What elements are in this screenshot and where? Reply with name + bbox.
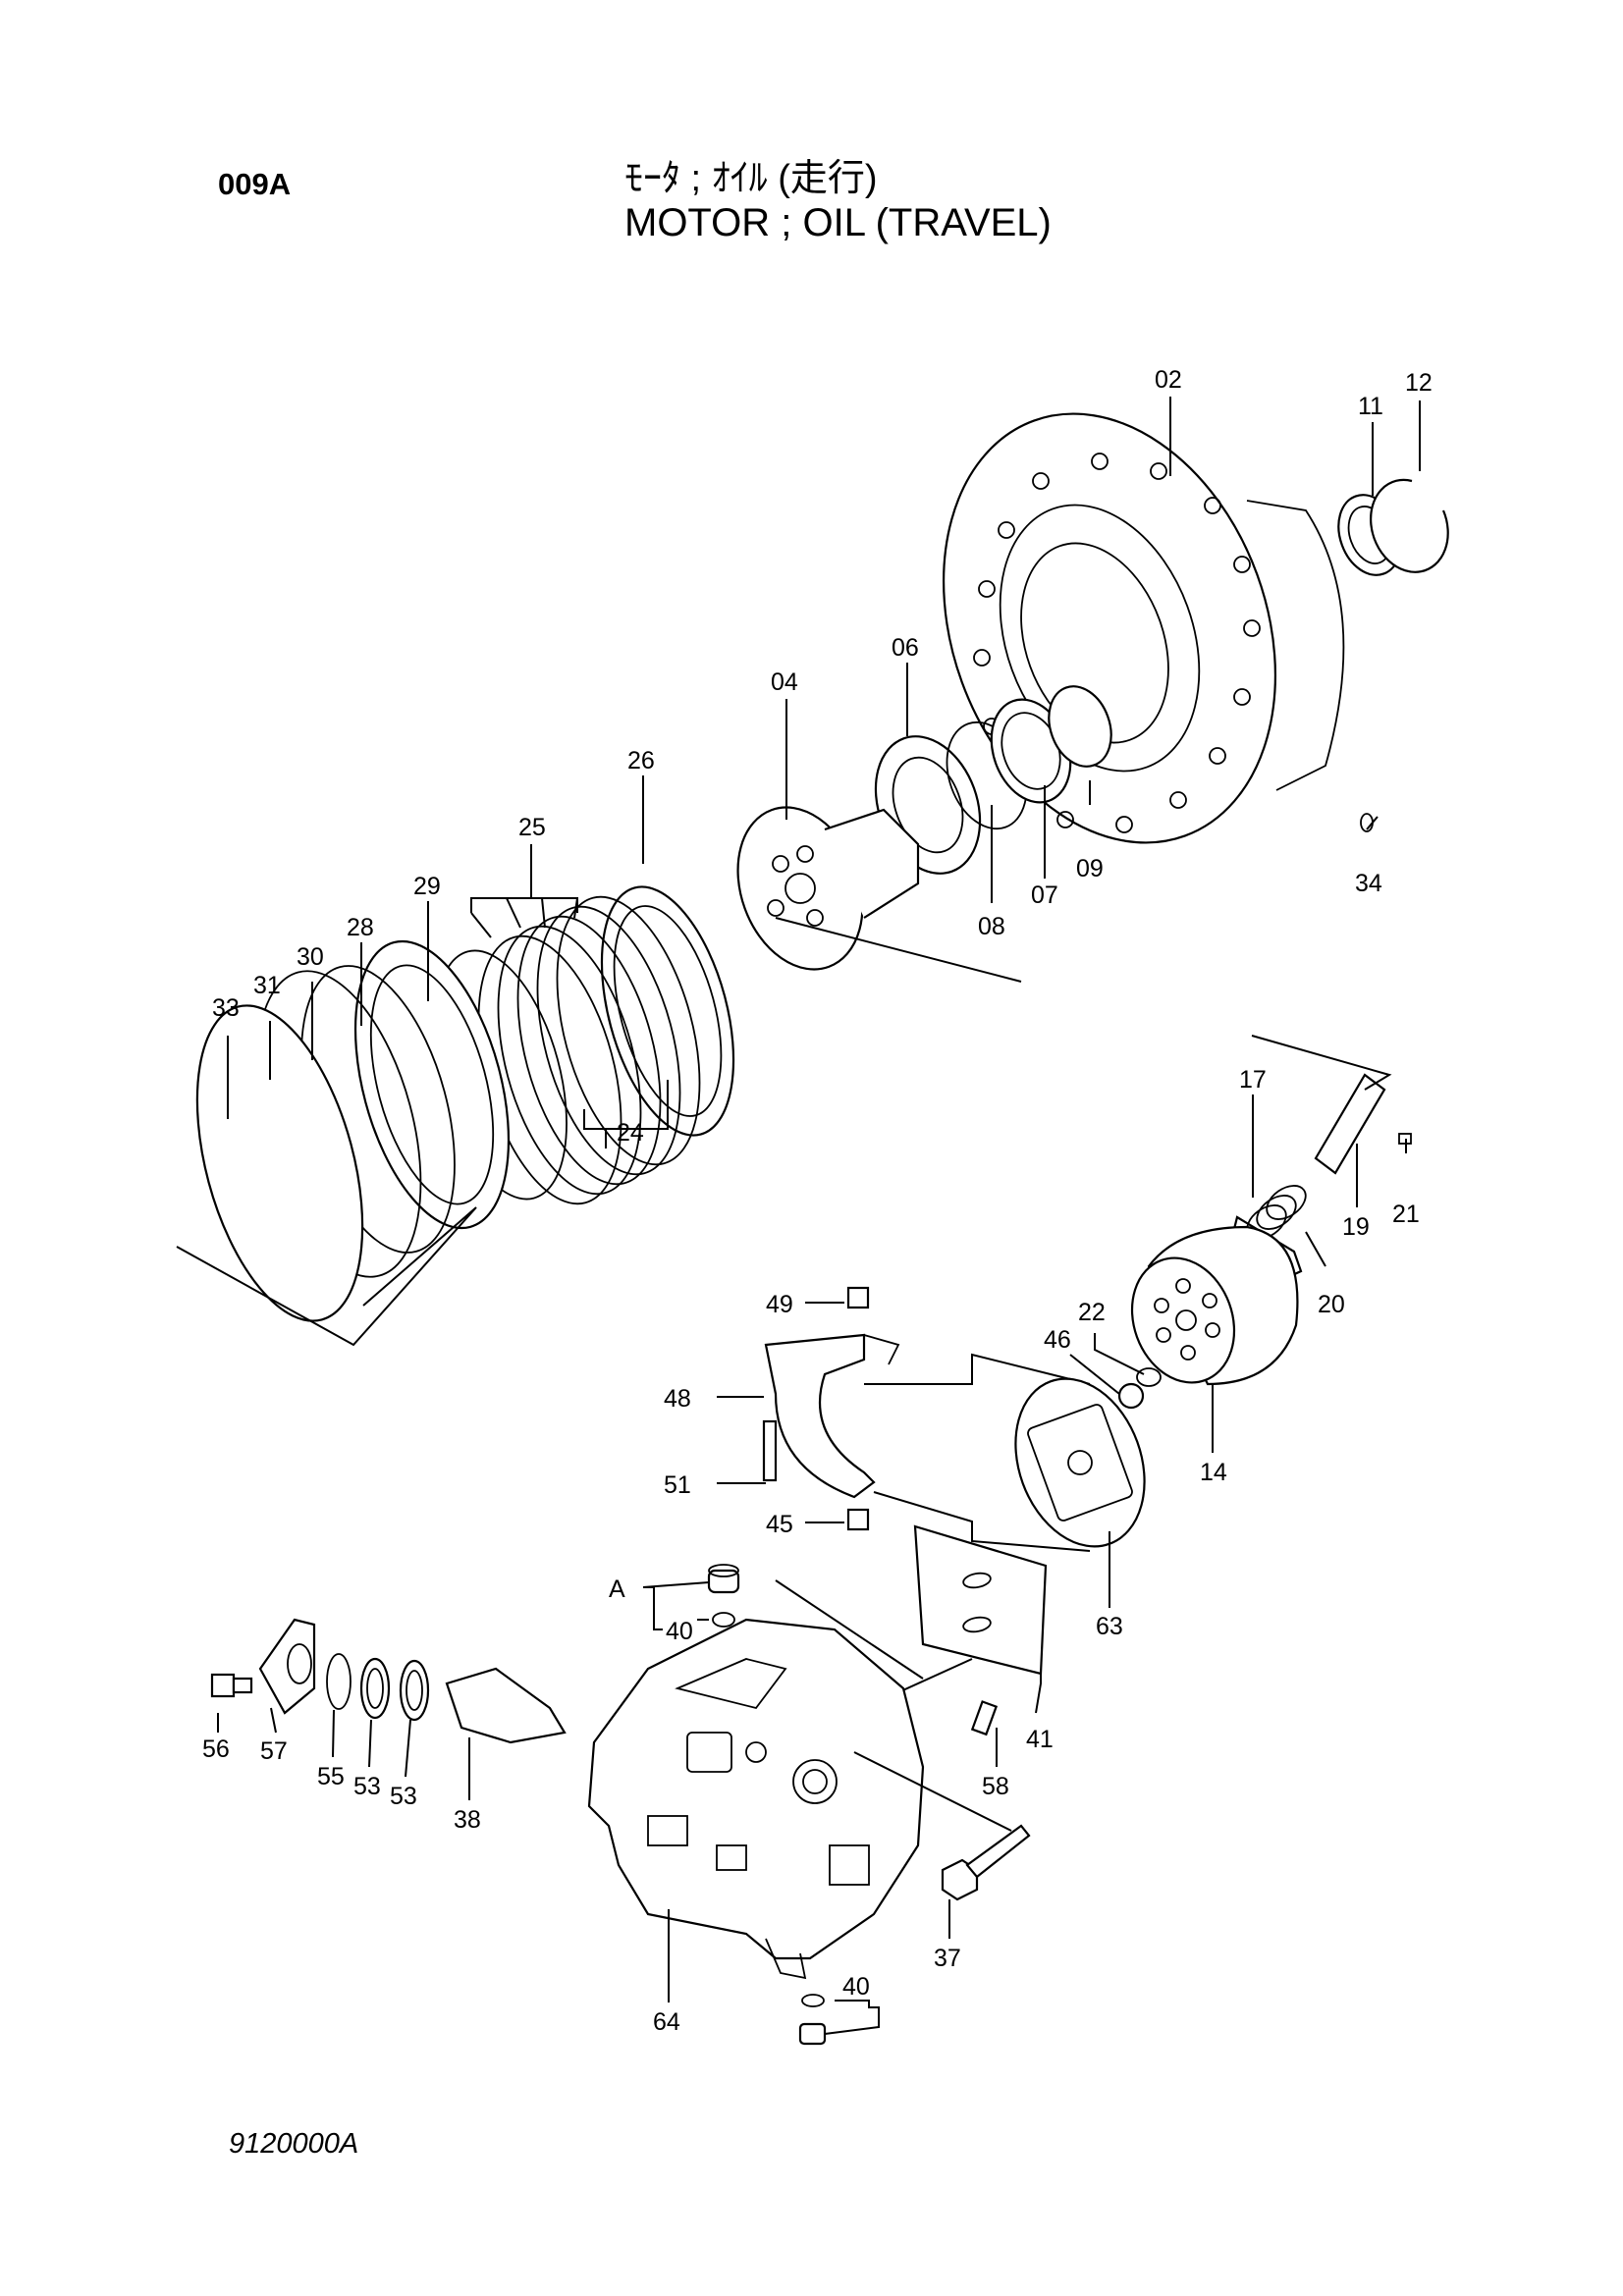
callout-a-bottom: 40: [842, 1973, 870, 2001]
callout-24: 24: [617, 1119, 644, 1147]
part-58-bolt: [210, 1673, 253, 1698]
part-40-cover-plate: [913, 1524, 1048, 1676]
part-26-plate: [600, 885, 735, 1137]
part-14-cylinder-block: [1130, 1225, 1299, 1386]
callout-26: 26: [627, 747, 655, 774]
callout-12: 12: [1405, 369, 1433, 397]
callout-a-top: 40: [666, 1618, 693, 1645]
callout-14: 14: [1200, 1459, 1227, 1486]
leader-38-37: [853, 1751, 1012, 1832]
callout-45: 63: [1096, 1613, 1123, 1640]
part-49-shoe-bottom: [846, 1508, 870, 1531]
part-48-swash-plate: [764, 1333, 900, 1499]
page-code: 009A: [218, 167, 292, 201]
part-51-bolt: [762, 1419, 778, 1482]
drawing-number: 9120000A: [229, 2128, 359, 2160]
leader-48-45-lower: [873, 1491, 1091, 1552]
callout-56: 57: [260, 1737, 288, 1765]
callout-51: 51: [664, 1471, 691, 1499]
leader-lines: [217, 397, 1421, 2035]
leader-04-axis: [775, 917, 1022, 983]
part-63-plug: [707, 1564, 740, 1594]
callout-33: 33: [212, 994, 240, 1022]
part-22-spring-seat: [1136, 1367, 1162, 1387]
callout-19: 19: [1342, 1213, 1370, 1241]
title-japanese: ﾓｰﾀ ; ｵｲﾙ (走行): [624, 158, 878, 199]
leader-48-45-upper: [864, 1353, 1091, 1385]
part-12-snap-ring: [1370, 478, 1449, 573]
part-56-flange: [258, 1618, 316, 1715]
callout-20: 20: [1318, 1291, 1345, 1318]
callout-06: 06: [892, 634, 919, 662]
callout-02: 02: [1155, 366, 1182, 394]
callout-04: 04: [771, 668, 798, 696]
part-19-pin: [1314, 1073, 1386, 1175]
part-49-shoe-top: [846, 1286, 870, 1309]
part-04-carrier: [736, 806, 920, 971]
part-41-plug: [970, 1700, 999, 1736]
part-55-seal-b: [399, 1659, 430, 1722]
part-09-nut: [1048, 685, 1112, 768]
callout-57: 55: [317, 1763, 345, 1790]
callout-49-bottom: 45: [766, 1511, 793, 1538]
callout-07: 07: [1031, 881, 1058, 909]
callout-31: 31: [253, 972, 281, 999]
callout-46: 46: [1044, 1326, 1071, 1354]
callout-17: 17: [1239, 1066, 1267, 1094]
callout-55-b: 53: [390, 1783, 417, 1810]
callout-28: 28: [347, 914, 374, 941]
callout-53: 38: [454, 1806, 481, 1834]
callout-41: 58: [982, 1773, 1009, 1800]
part-28-piston: [353, 939, 511, 1230]
leader-33-axis: [176, 1206, 477, 1347]
callout-21: 21: [1392, 1201, 1420, 1228]
part-55-seal-a: [359, 1657, 391, 1720]
part-53-spool: [445, 1667, 567, 1744]
part-57-o-ring: [326, 1653, 352, 1710]
callout-49-top: 49: [766, 1291, 793, 1318]
callout-37: 64: [653, 2008, 680, 2036]
part-64-plug: [798, 2022, 827, 2046]
callout-11: 11: [1358, 393, 1383, 420]
part-38-bolt: [941, 1824, 1031, 1901]
callout-09: 09: [1076, 855, 1104, 882]
callout-38: 37: [934, 1945, 961, 1972]
callout-63: A: [609, 1575, 625, 1603]
callout-22: 22: [1078, 1299, 1106, 1326]
callout-29: 29: [413, 873, 441, 900]
callout-58: 56: [202, 1735, 230, 1763]
part-37-housing: [587, 1618, 925, 1980]
leader-17-19-bracket: [1251, 1035, 1392, 1091]
callout-34: 34: [1355, 870, 1382, 897]
part-a-o-ring-bottom: [801, 1994, 825, 2007]
callout-48: 48: [664, 1385, 691, 1413]
part-46-pin: [1117, 1382, 1145, 1410]
leader-63-37: [775, 1579, 924, 1680]
callout-25: 25: [518, 814, 546, 841]
part-a-o-ring-top: [712, 1612, 735, 1628]
callout-labels: 02 11 12 06 04 26 25 29 28 30 31 33 34 0…: [202, 366, 1433, 2036]
title-english: MOTOR ; OIL (TRAVEL): [624, 201, 1052, 244]
callout-30: 30: [297, 943, 324, 971]
part-33-o-ring: [195, 1004, 364, 1322]
callout-55-a: 53: [353, 1773, 381, 1800]
callout-40: 41: [1026, 1726, 1054, 1753]
callout-08: 08: [978, 913, 1005, 940]
